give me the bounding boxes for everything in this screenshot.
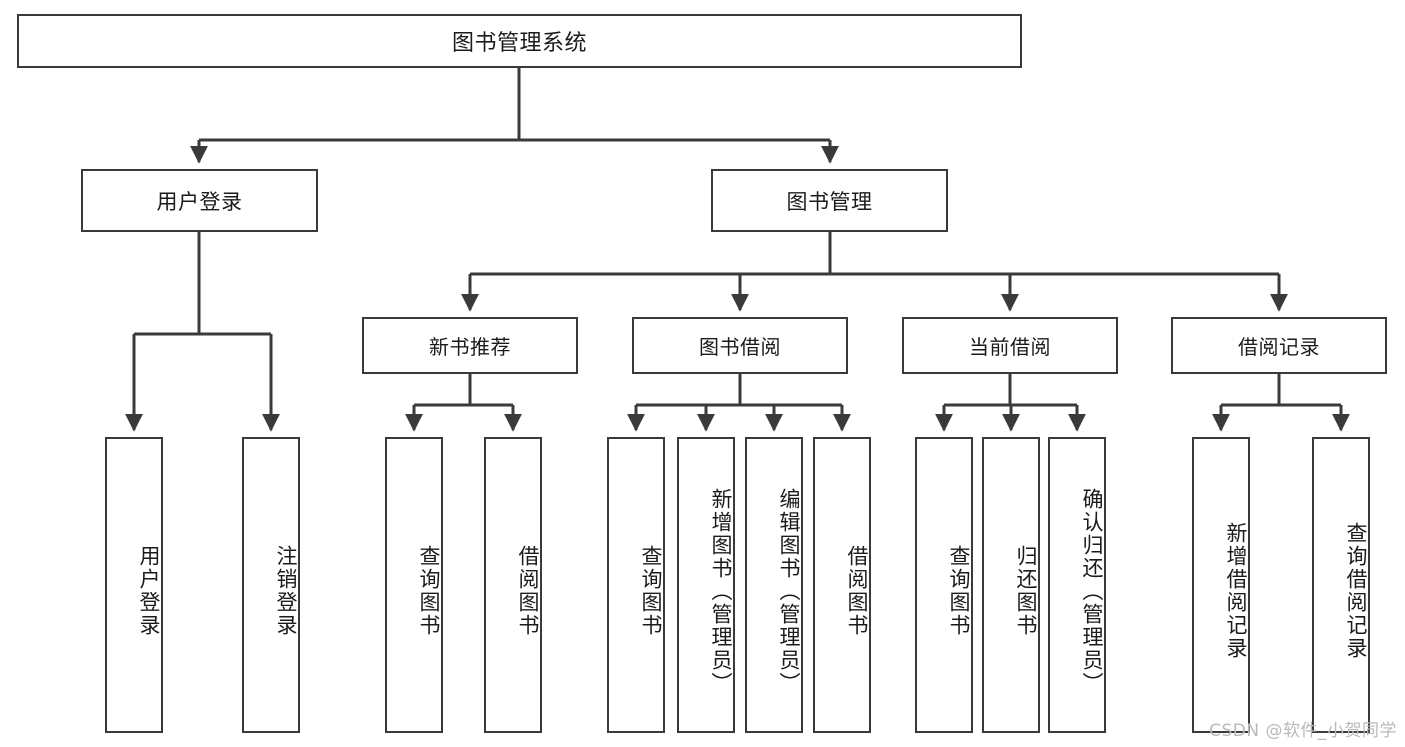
node-leaf-borrow-book-2[interactable]: 借阅图书 — [813, 437, 871, 733]
node-leaf-logout-label: 注销登录 — [274, 545, 298, 637]
node-leaf-edit-book-label: 编辑图书（管理员） — [777, 487, 801, 695]
node-book-manage[interactable]: 图书管理 — [711, 169, 948, 232]
node-leaf-add-record[interactable]: 新增借阅记录 — [1192, 437, 1250, 733]
node-leaf-borrow-book-2-label: 借阅图书 — [845, 545, 869, 637]
node-borrow-record-label: 借阅记录 — [1238, 335, 1320, 359]
node-leaf-query-book-3-label: 查询图书 — [947, 545, 971, 637]
node-leaf-add-book-label: 新增图书（管理员） — [709, 487, 733, 695]
node-leaf-query-book-1-label: 查询图书 — [417, 545, 441, 637]
node-leaf-add-record-label: 新增借阅记录 — [1224, 522, 1248, 660]
node-user-login[interactable]: 用户登录 — [81, 169, 318, 232]
node-leaf-borrow-book-1-label: 借阅图书 — [516, 545, 540, 637]
node-leaf-logout[interactable]: 注销登录 — [242, 437, 300, 733]
node-leaf-confirm-return[interactable]: 确认归还（管理员） — [1048, 437, 1106, 733]
node-leaf-return-book-label: 归还图书 — [1014, 545, 1038, 637]
watermark: CSDN @软件_小贺同学 — [1209, 721, 1397, 741]
node-leaf-query-record-label: 查询借阅记录 — [1344, 522, 1368, 660]
node-book-borrow-label: 图书借阅 — [699, 335, 781, 359]
node-borrow-record[interactable]: 借阅记录 — [1171, 317, 1387, 374]
node-current-borrow[interactable]: 当前借阅 — [902, 317, 1118, 374]
node-root-label: 图书管理系统 — [451, 31, 587, 56]
node-book-borrow[interactable]: 图书借阅 — [632, 317, 848, 374]
node-leaf-add-book[interactable]: 新增图书（管理员） — [677, 437, 735, 733]
node-leaf-user-login[interactable]: 用户登录 — [105, 437, 163, 733]
node-leaf-edit-book[interactable]: 编辑图书（管理员） — [745, 437, 803, 733]
node-leaf-query-book-2[interactable]: 查询图书 — [607, 437, 665, 733]
node-leaf-query-book-1[interactable]: 查询图书 — [385, 437, 443, 733]
node-leaf-query-book-3[interactable]: 查询图书 — [915, 437, 973, 733]
node-book-manage-label: 图书管理 — [786, 189, 873, 214]
node-current-borrow-label: 当前借阅 — [969, 335, 1051, 359]
node-leaf-borrow-book-1[interactable]: 借阅图书 — [484, 437, 542, 733]
node-user-login-label: 用户登录 — [156, 189, 243, 214]
node-new-book-recommend-label: 新书推荐 — [429, 335, 511, 359]
node-leaf-confirm-return-label: 确认归还（管理员） — [1080, 487, 1104, 695]
node-leaf-user-login-label: 用户登录 — [137, 545, 161, 637]
node-leaf-query-book-2-label: 查询图书 — [639, 545, 663, 637]
node-new-book-recommend[interactable]: 新书推荐 — [362, 317, 578, 374]
node-leaf-return-book[interactable]: 归还图书 — [982, 437, 1040, 733]
node-root[interactable]: 图书管理系统 — [17, 14, 1022, 68]
node-leaf-query-record[interactable]: 查询借阅记录 — [1312, 437, 1370, 733]
